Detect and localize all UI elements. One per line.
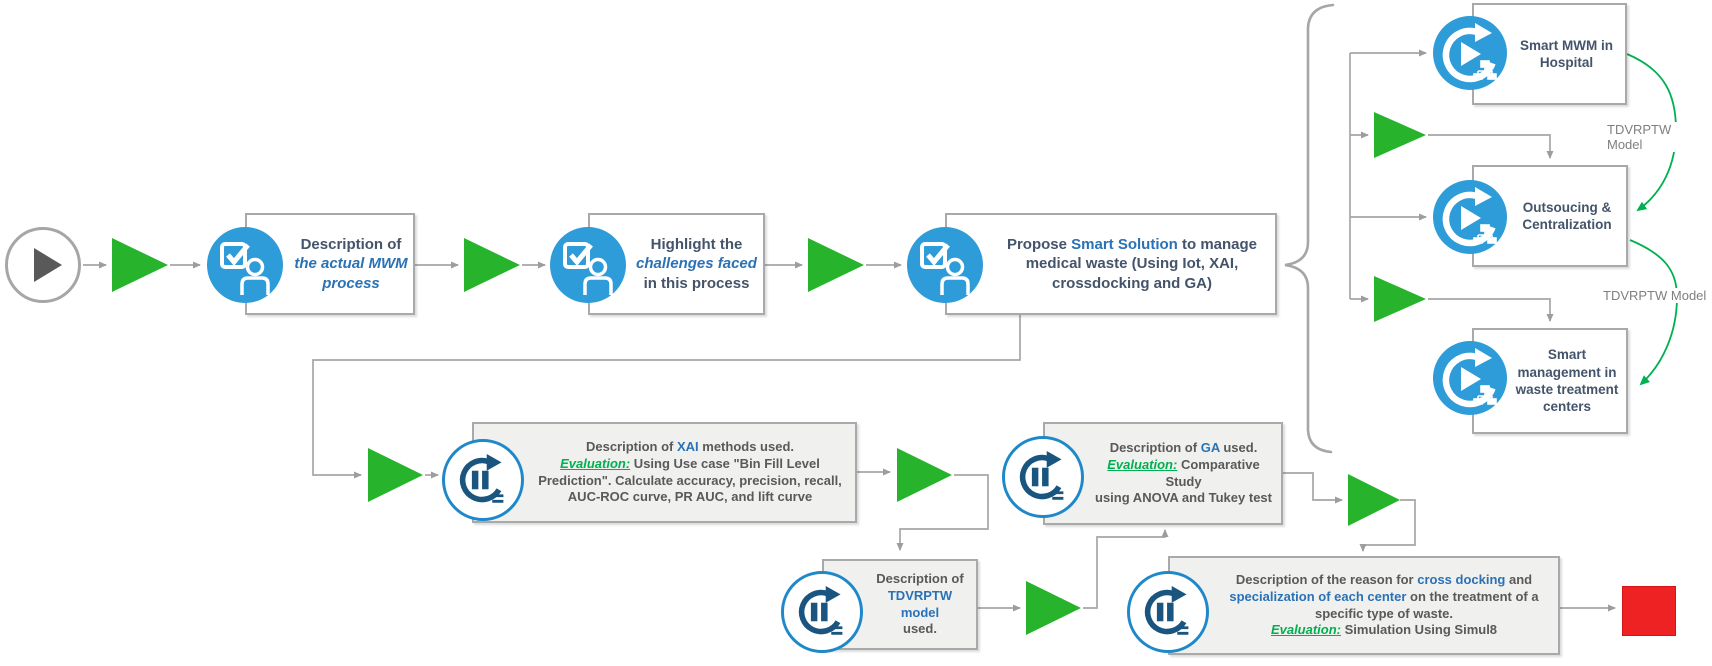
loop-pause-icon [459, 454, 504, 503]
loop-pause-node [442, 439, 524, 521]
box-text-emphasis: specialization of each center [1229, 588, 1407, 604]
loop-play-network-icon [1442, 187, 1497, 247]
play-icon [34, 248, 62, 282]
loop-play-network-icon [1442, 23, 1497, 83]
sequence-arrow [1374, 112, 1426, 158]
sequence-arrow [1374, 276, 1426, 322]
box-line: using ANOVA and Tukey test [1095, 490, 1272, 506]
box-text: Highlight the [650, 236, 743, 254]
eval-box-cross-docking: Description of the reason for cross dock… [1168, 556, 1560, 655]
flow-lines [83, 49, 1616, 612]
box-line: Evaluation: Comparative Study [1090, 457, 1277, 490]
box-text: Outsoucing & Centralization [1522, 199, 1612, 232]
box-text-emphasis: XAI [676, 439, 699, 455]
box-text: methods used. [698, 439, 795, 455]
sequence-arrow [897, 448, 952, 502]
box-text-emphasis: the actual MWM process [294, 255, 408, 292]
loop-pause-node [1127, 571, 1209, 653]
loop-pause-node [781, 571, 863, 653]
loop-pause-icon [1144, 586, 1189, 635]
user-task-check-icon [920, 242, 970, 295]
box-text-emphasis: Smart Solution [1071, 236, 1178, 254]
task-box-propose-solution: Propose Smart Solution to manage medical… [945, 213, 1277, 315]
box-text-emphasis: GA [1200, 440, 1220, 456]
box-text: used. [903, 621, 937, 637]
tdvrptw-model-curves [1626, 53, 1678, 386]
sequence-arrow [1348, 474, 1400, 526]
box-text: Description of the reason for [1235, 572, 1418, 588]
box-line: Description of XAI methods used. [530, 439, 850, 456]
user-task-node [207, 227, 283, 303]
box-text: Using Use case "Bin Fill Level Predictio… [538, 455, 842, 505]
sequence-arrow [808, 238, 864, 292]
sequence-arrow [368, 448, 423, 502]
box-text: and [1505, 572, 1533, 588]
box-text: Simulation Using Simul8 [1341, 622, 1498, 638]
task-box-describe-process: Description of the actual MWM process [245, 213, 415, 315]
user-task-check-icon [220, 242, 270, 295]
box-text: Description of [300, 236, 402, 254]
box-line: Evaluation: Simulation Using Simul8 [1216, 622, 1552, 639]
evaluation-label: Evaluation: [1107, 456, 1178, 472]
box-text: on the treatment of a specific type of w… [1315, 588, 1539, 621]
tdvrptw-model-label: TDVRPTW Model [1605, 122, 1712, 152]
box-text-emphasis: cross docking [1417, 572, 1506, 588]
sequence-arrow [1026, 581, 1081, 635]
end-event-red-square [1622, 586, 1676, 636]
box-text: Description of [876, 571, 964, 587]
sequence-arrow [464, 238, 520, 292]
evaluation-label: Evaluation: [560, 455, 631, 471]
subprocess-node [1433, 180, 1507, 254]
box-text: Smart MWM in Hospital [1520, 37, 1613, 70]
group-brace [1284, 3, 1335, 454]
box-text: Propose [1006, 236, 1072, 254]
loop-pause-node [1002, 436, 1084, 518]
eval-box-xai-methods: Description of XAI methods used. Evaluat… [472, 422, 857, 523]
box-text-emphasis: TDVRPTW model [887, 587, 953, 620]
box-line: Description of GA used. [1090, 440, 1277, 457]
box-text: used. [1219, 440, 1258, 456]
box-text-emphasis: challenges faced [636, 255, 757, 273]
box-text: in this process [643, 274, 750, 292]
loop-play-network-icon [1442, 348, 1497, 408]
box-text: Description of [1109, 440, 1201, 456]
loop-pause-icon [798, 586, 843, 635]
evaluation-label: Evaluation: [1270, 622, 1342, 638]
user-task-check-icon [563, 242, 613, 295]
box-text: to manage medical waste (Using Iot, XAI,… [1025, 236, 1258, 292]
tdvrptw-model-label: TDVRPTW Model [1601, 288, 1709, 303]
sequence-arrow [112, 238, 168, 292]
box-text: Smart management in waste treatment cent… [1515, 347, 1619, 415]
user-task-node [907, 227, 983, 303]
loop-pause-icon [1019, 451, 1064, 500]
subprocess-node [1433, 341, 1507, 415]
box-text: Comparative Study [1165, 456, 1260, 489]
user-task-node [550, 227, 626, 303]
box-text: Description of [585, 439, 677, 455]
subprocess-node [1433, 16, 1507, 90]
start-event [5, 227, 81, 303]
